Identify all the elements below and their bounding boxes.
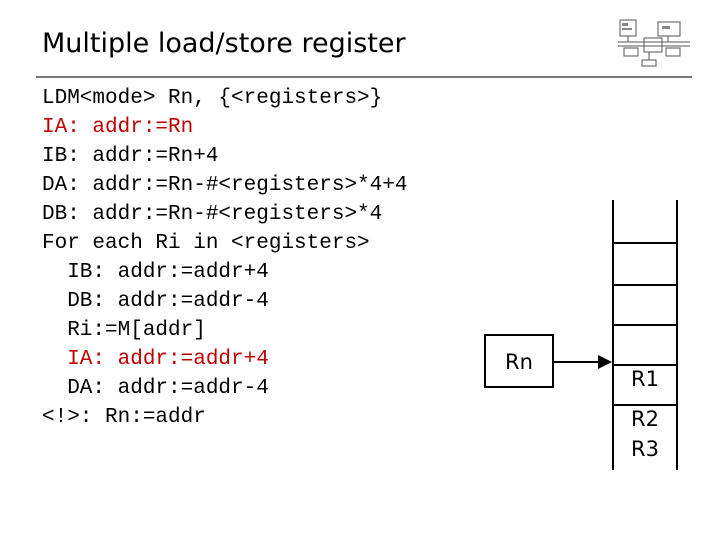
code-line: DB: addr:=addr-4 bbox=[42, 290, 269, 313]
pointer-arrow bbox=[554, 355, 612, 369]
code-line: IB: addr:=addr+4 bbox=[42, 261, 269, 284]
memory-cell-r1: R1 bbox=[631, 367, 659, 391]
code-line: DA: addr:=addr-4 bbox=[42, 377, 269, 400]
memory-cell-divider bbox=[614, 364, 676, 366]
memory-cell-divider bbox=[614, 242, 676, 244]
code-line: For each Ri in <registers> bbox=[42, 232, 370, 255]
memory-cell-r2: R2 bbox=[631, 407, 659, 431]
code-block: LDM<mode> Rn, {<registers>} IA: addr:=Rn… bbox=[42, 84, 407, 432]
code-line: IB: addr:=Rn+4 bbox=[42, 145, 219, 168]
code-line: <!>: Rn:=addr bbox=[42, 406, 206, 429]
code-line: LDM<mode> Rn, {<registers>} bbox=[42, 87, 383, 110]
code-line: Ri:=M[addr] bbox=[42, 319, 206, 342]
rn-label: Rn bbox=[505, 350, 533, 374]
memory-cell-r3: R3 bbox=[631, 437, 659, 461]
memory-cell-divider bbox=[614, 284, 676, 286]
memory-cell-divider bbox=[614, 404, 676, 406]
memory-stack: R1 R2 R3 bbox=[612, 200, 678, 470]
memory-cell-divider bbox=[614, 324, 676, 326]
code-line: DB: addr:=Rn-#<registers>*4 bbox=[42, 203, 383, 226]
code-line: DA: addr:=Rn-#<registers>*4+4 bbox=[42, 174, 408, 197]
slide-title: Multiple load/store register bbox=[42, 28, 406, 59]
code-line: IA: addr:=Rn bbox=[42, 116, 194, 139]
architecture-thumbnail-image bbox=[618, 19, 690, 67]
code-line: IA: addr:=addr+4 bbox=[42, 348, 269, 371]
title-underline bbox=[36, 76, 692, 78]
rn-register-box: Rn bbox=[484, 334, 554, 388]
